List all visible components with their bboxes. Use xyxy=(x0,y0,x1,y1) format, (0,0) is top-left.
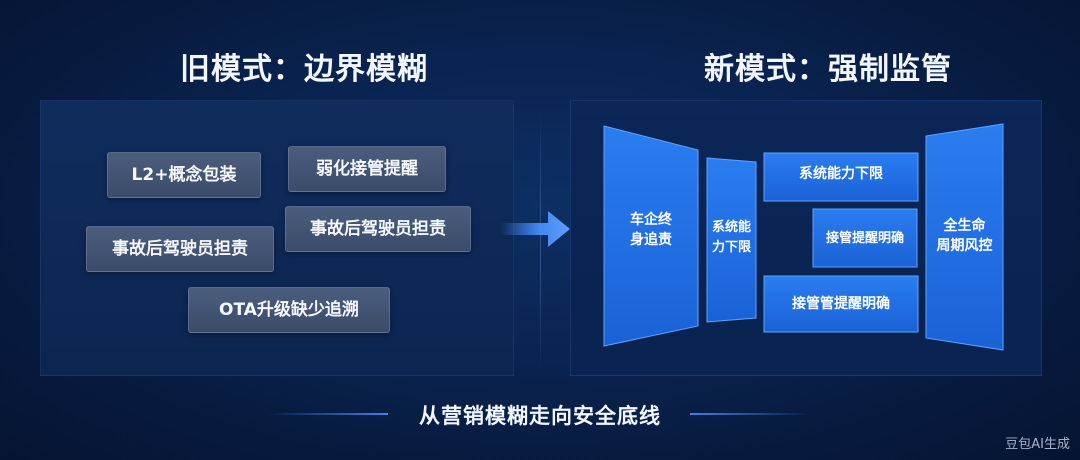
block-middle-box xyxy=(812,208,918,268)
caption-line-right xyxy=(690,413,810,415)
label-right-panel: 全生命 周期风控 xyxy=(936,218,993,254)
center-divider xyxy=(540,112,541,374)
block-mid-panel xyxy=(706,157,757,323)
block-top-box xyxy=(763,152,919,202)
block-bottom-box xyxy=(763,275,919,333)
tag-ota-trace: OTA升级缺少追溯 xyxy=(188,287,390,333)
block-left-panel xyxy=(603,125,699,347)
label-middle-box: 接管提醒明确 xyxy=(825,231,904,246)
new-mode-title: 新模式：强制监管 xyxy=(704,52,952,87)
label-top-box: 系统能力下限 xyxy=(799,166,883,182)
label-mid-panel: 系统能 力下限 xyxy=(711,220,751,255)
tag-weaken-takeover: 弱化接管提醒 xyxy=(288,146,446,192)
tag-l2-concept: L2+概念包装 xyxy=(107,152,261,198)
label-left-panel: 车企终 身追责 xyxy=(630,212,672,248)
old-mode-title: 旧模式：边界模糊 xyxy=(180,52,428,87)
watermark: 豆包AI生成 xyxy=(1005,437,1070,452)
block-right-panel xyxy=(925,123,1004,351)
tag-driver-liability-2: 事故后驾驶员担责 xyxy=(86,226,274,272)
regulation-frame-diagram xyxy=(603,123,1004,351)
arrow-right-icon xyxy=(500,211,570,247)
bottom-caption: 从营销模糊走向安全底线 xyxy=(419,404,661,428)
tag-driver-liability-1: 事故后驾驶员担责 xyxy=(285,206,471,252)
caption-line-left xyxy=(268,413,388,415)
label-bottom-box: 接管管提醒明确 xyxy=(792,296,890,312)
